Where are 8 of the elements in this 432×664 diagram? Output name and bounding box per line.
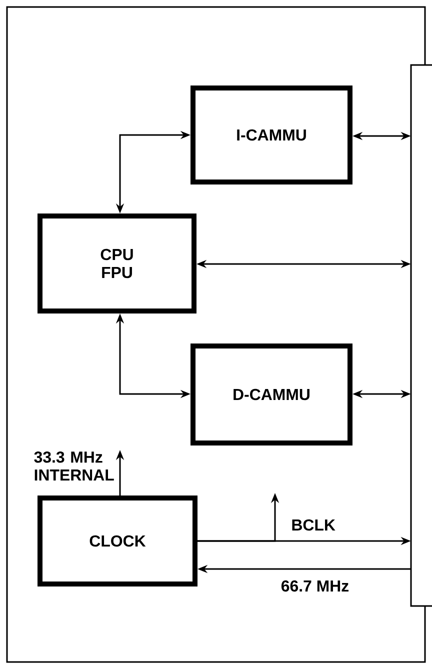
block-box: CLOCK: [38, 496, 198, 586]
block-box: CPU FPU: [38, 214, 196, 314]
edge-label: 66.7 MHz: [280, 579, 350, 593]
block-box: D-CAMMU: [190, 344, 352, 446]
block-box: I-CAMMU: [190, 86, 352, 184]
edge-label: 33.3 MHz INTERNAL: [32, 450, 115, 482]
bus-bar: [410, 64, 432, 607]
edge-label: BCLK: [290, 518, 336, 532]
